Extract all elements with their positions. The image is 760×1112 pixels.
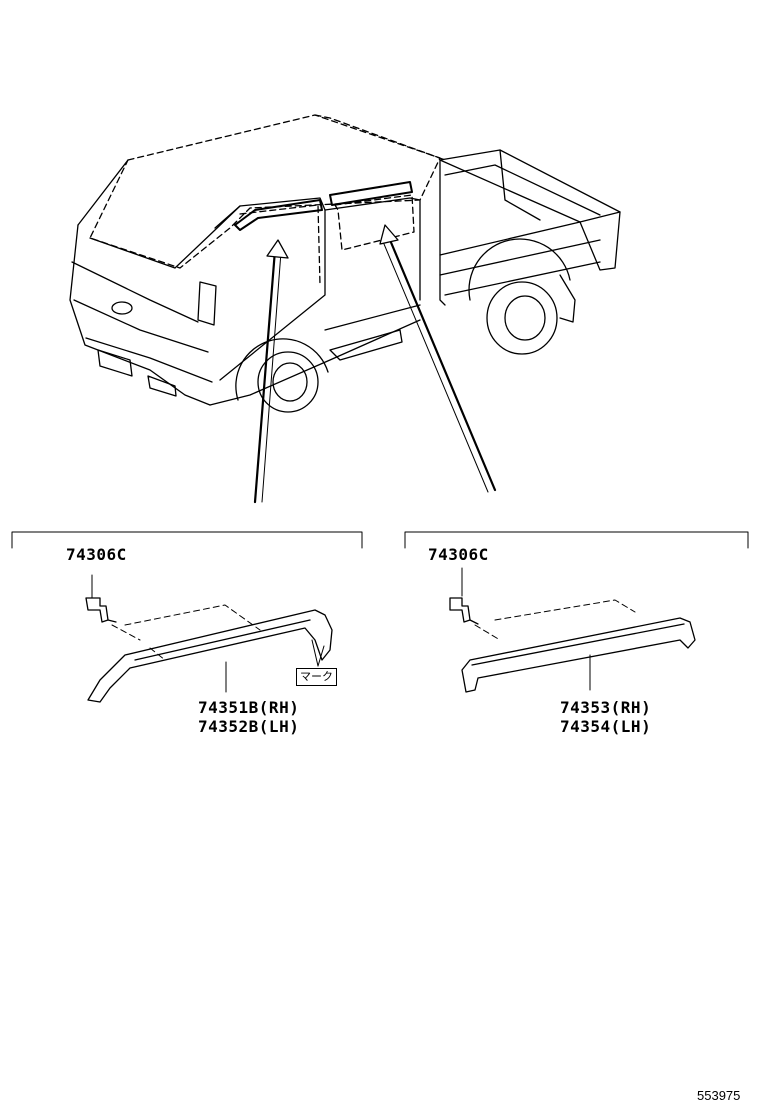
front-door-visor-drawing [85,574,333,703]
mark-label: マーク [296,668,337,686]
figure-number: 553975 [697,1088,741,1103]
left-part-number-lh: 74352B(LH) [198,717,300,736]
left-clip-part-number: 74306C [66,545,127,564]
right-part-number-lh: 74354(LH) [560,717,652,736]
callout-arrows [253,224,497,504]
right-part-number-rh: 74353(RH) [560,698,652,717]
truck-illustration [69,114,621,413]
right-clip-part-number: 74306C [428,545,489,564]
left-part-number-rh: 74351B(RH) [198,698,300,717]
rear-door-visor-drawing [449,567,696,693]
